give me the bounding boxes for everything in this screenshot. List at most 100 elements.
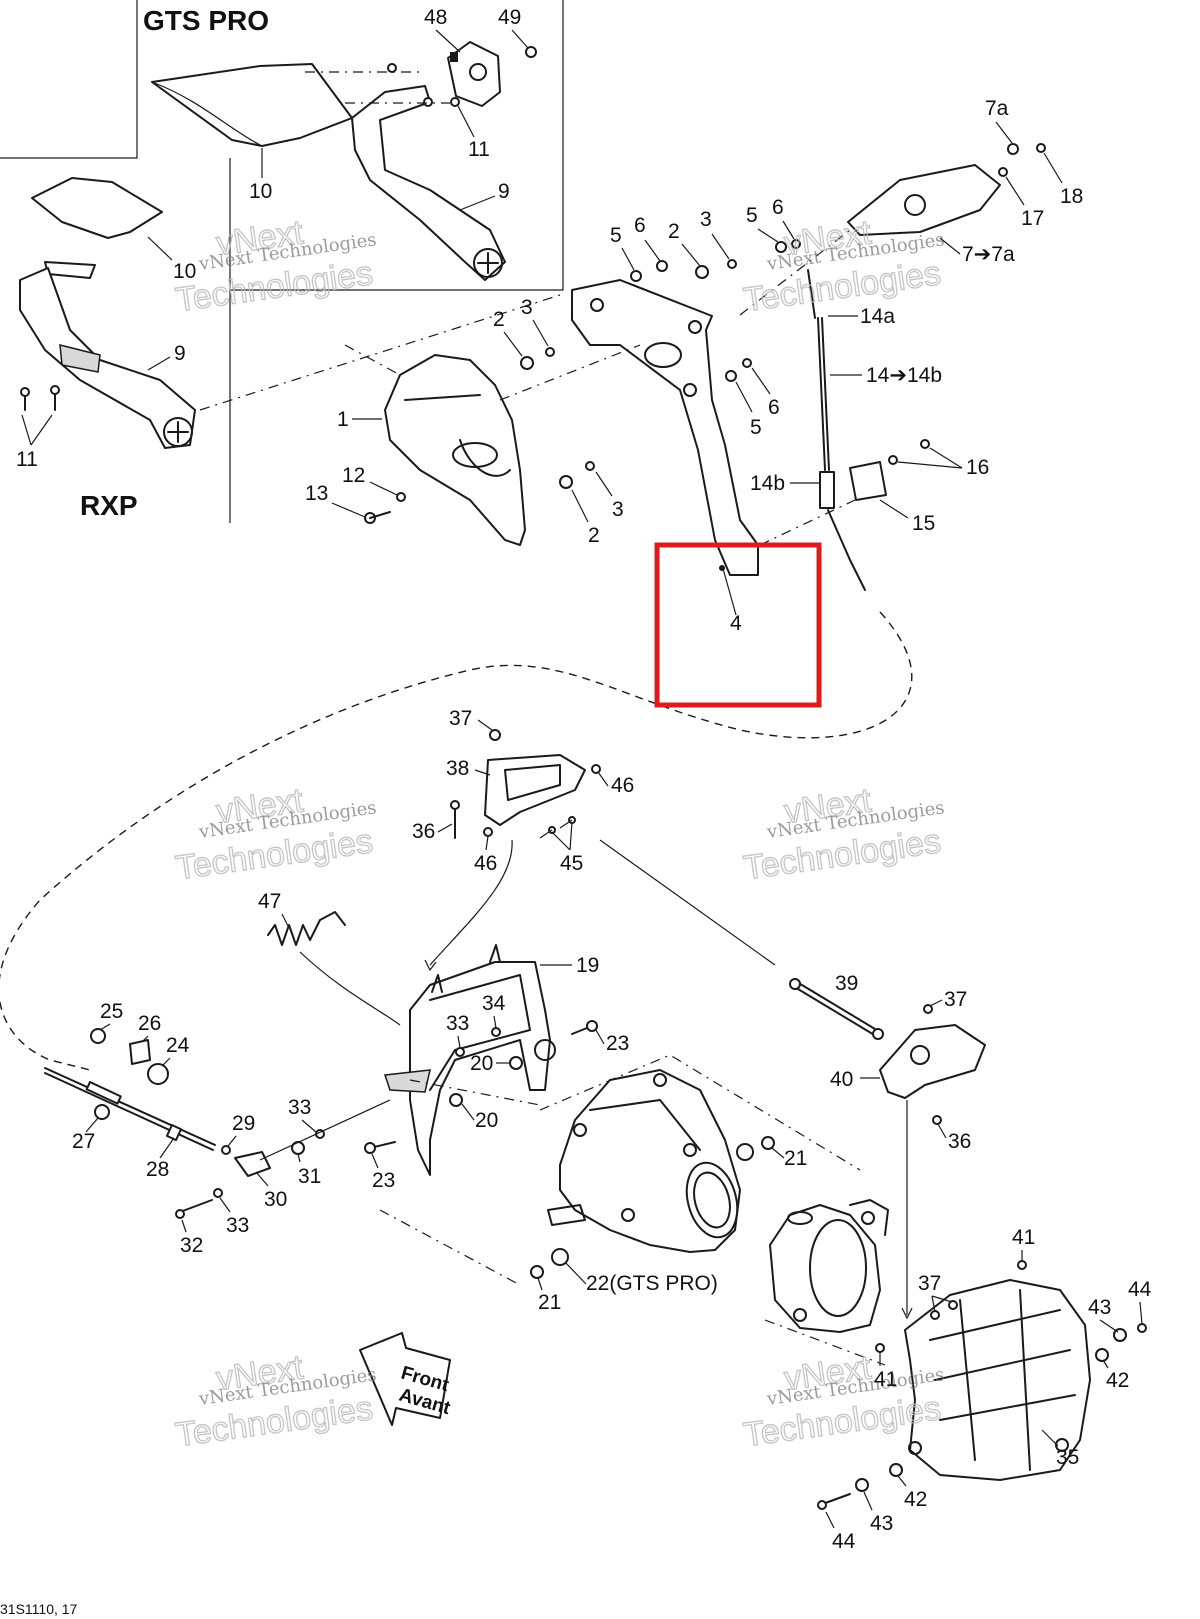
callout-label: 35 — [1056, 1446, 1079, 1469]
alignment-lines-upper — [199, 229, 856, 546]
callout-label: 15 — [912, 512, 935, 535]
callout-label: 2 — [668, 220, 680, 243]
callout-labels: 48 49 11 10 9 10 9 11 7a 18 17 7➔7a 5 6 … — [16, 6, 1152, 1553]
rxp-handle-plate — [19, 177, 196, 449]
callout-label: 11 — [468, 138, 490, 161]
gts-pro-label: GTS PRO — [143, 5, 269, 36]
callout-label: 46 — [474, 852, 497, 875]
watermark: vNext vNext Technologies Technologies — [173, 213, 378, 320]
callout-label: 33 — [226, 1214, 249, 1237]
linkage-39 — [789, 978, 884, 1040]
bracket-38 — [424, 729, 776, 972]
callout-label: 49 — [498, 6, 521, 29]
callout-label: 12 — [342, 464, 365, 487]
callout-label: 26 — [138, 1012, 161, 1035]
callout-label: 3 — [612, 498, 624, 521]
callout-label: 5 — [746, 204, 758, 227]
lever-7 — [847, 143, 1046, 236]
callout-label: 23 — [606, 1032, 629, 1055]
callout-label: 40 — [830, 1068, 853, 1091]
callout-label: 48 — [424, 6, 447, 29]
gts-pro-handle-plate — [151, 41, 537, 281]
highlight-box — [654, 542, 822, 708]
callout-label: 44 — [832, 1530, 856, 1553]
callout-label: 42 — [1106, 1369, 1129, 1392]
spring-47 — [267, 911, 401, 1026]
callout-label: 1 — [337, 408, 349, 431]
cover-1 — [384, 354, 526, 546]
callout-label: 45 — [560, 852, 583, 875]
callout-label: 3 — [521, 296, 533, 319]
watermark: vNext vNext Technologies Technologies — [741, 781, 946, 888]
callout-label: 36 — [412, 820, 435, 843]
gts-pro-inset: GTS PRO — [0, 0, 564, 291]
callout-label: 13 — [305, 482, 328, 505]
watermark: vNext vNext Technologies Technologies — [173, 781, 378, 888]
callout-label: 36 — [948, 1130, 971, 1153]
callout-label: 33 — [446, 1012, 469, 1035]
rxp-inset: RXP — [80, 290, 231, 523]
small-hardware-upper — [364, 239, 801, 524]
callout-label: 20 — [470, 1052, 493, 1075]
callout-label: 41 — [874, 1368, 897, 1391]
cable-assembly-left — [44, 1028, 391, 1219]
callout-label: 17 — [1021, 207, 1044, 230]
callout-label: 42 — [904, 1488, 927, 1511]
watermark: vNext vNext Technologies Technologies — [173, 1348, 378, 1455]
callout-label: 46 — [611, 774, 634, 797]
callout-label: 6 — [768, 396, 780, 419]
bracket-15 — [849, 439, 930, 501]
callout-label: 34 — [482, 992, 506, 1015]
callout-label: 6 — [634, 214, 646, 237]
callout-label: 43 — [870, 1512, 893, 1535]
callout-label: 39 — [835, 972, 858, 995]
callout-label: 14b — [750, 472, 785, 495]
rxp-label: RXP — [80, 490, 138, 521]
callout-label: 14a — [860, 305, 895, 328]
callout-label: 28 — [146, 1158, 169, 1181]
callout-label: 38 — [446, 757, 469, 780]
reverse-gate-35 — [817, 1260, 1147, 1510]
callout-label: 43 — [1088, 1296, 1111, 1319]
callout-label: 20 — [475, 1109, 498, 1132]
callout-label: 9 — [498, 180, 510, 203]
callout-label: 3 — [700, 208, 712, 231]
callout-label: 29 — [232, 1112, 255, 1135]
callout-label: 19 — [576, 954, 599, 977]
callout-label: 33 — [288, 1096, 311, 1119]
callout-label: 16 — [966, 456, 989, 479]
callout-label: 10 — [249, 180, 272, 203]
callout-label: 24 — [166, 1034, 190, 1057]
callout-label: 10 — [173, 260, 196, 283]
callout-label: 11 — [16, 448, 38, 471]
callout-label: 2 — [493, 308, 505, 331]
diagram-code: 31S1110, 17 — [0, 1601, 78, 1617]
callout-label: 5 — [750, 416, 762, 439]
callout-label: 2 — [588, 524, 600, 547]
callout-label: 7a — [985, 97, 1009, 120]
callout-label: 21 — [784, 1147, 807, 1170]
callout-label: 31 — [298, 1165, 321, 1188]
cable-14 — [807, 269, 866, 591]
callout-label: 37 — [944, 988, 967, 1011]
callout-label: 32 — [180, 1234, 203, 1257]
pump-assembly-outline — [379, 1054, 886, 1366]
callout-label: 4 — [730, 612, 742, 635]
callout-label: 18 — [1060, 185, 1083, 208]
callout-label: 27 — [72, 1130, 95, 1153]
callout-label: 47 — [258, 890, 281, 913]
callout-label: 14➔14b — [866, 364, 942, 387]
callout-label: 6 — [772, 196, 784, 219]
nozzle — [769, 1199, 889, 1333]
callout-label: 37 — [449, 707, 472, 730]
callout-label: 5 — [610, 224, 622, 247]
bracket-19 — [364, 944, 598, 1176]
callout-label: 23 — [372, 1169, 395, 1192]
callout-label: 41 — [1012, 1226, 1035, 1249]
callout-label: 37 — [918, 1272, 941, 1295]
callout-label: 25 — [100, 1000, 123, 1023]
plate-main — [571, 279, 759, 616]
callout-label: 44 — [1128, 1278, 1152, 1301]
callout-label: 7➔7a — [962, 243, 1015, 266]
